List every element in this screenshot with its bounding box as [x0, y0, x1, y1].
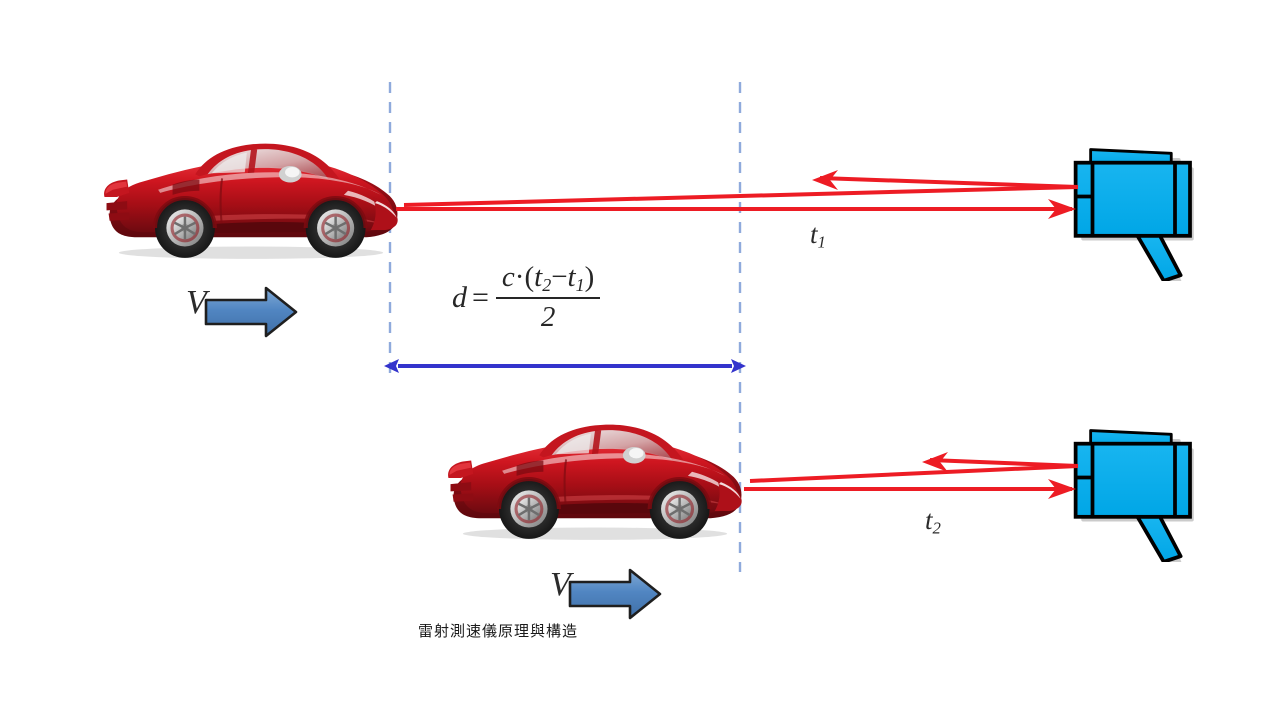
formula-t1-subscript: 1 — [575, 275, 585, 296]
diagram-caption: 雷射測速儀原理與構造 — [418, 622, 579, 640]
scene-first-measurement — [104, 144, 1196, 338]
formula-paren-open: ( — [524, 261, 535, 293]
red-sports-car-bottom — [448, 425, 742, 540]
formula-t2-subscript: 2 — [542, 275, 552, 296]
laser-speed-gun-top — [1073, 147, 1196, 281]
formula-paren-close: ) — [584, 261, 595, 293]
formula-lhs: d — [452, 280, 467, 314]
formula-t2: t — [534, 261, 543, 293]
velocity-arrow-bottom — [568, 568, 662, 620]
formula-equals: = — [472, 280, 489, 314]
laser-beam-top-outgoing — [396, 199, 1076, 219]
formula-dot: · — [514, 261, 525, 293]
beam-arrow-right-bottom — [1048, 479, 1076, 499]
formula-c: c — [501, 261, 515, 293]
laser-beam-bottom-outgoing — [744, 479, 1076, 499]
time-label-t2-subscript: 2 — [932, 518, 941, 538]
time-label-t1-subscript: 1 — [817, 232, 826, 252]
red-sports-car-top — [104, 144, 398, 259]
distance-formula: d = c·(t2−t1) 2 — [452, 261, 601, 334]
laser-beam-top-return — [403, 170, 1079, 207]
velocity-label-top: V — [186, 284, 208, 321]
time-label-t2-base: t — [925, 505, 933, 535]
formula-numerator: c·(t2−t1) — [496, 261, 600, 297]
formula-t1: t — [567, 261, 576, 293]
time-label-t2: t2 — [925, 505, 941, 539]
velocity-arrow-top — [204, 286, 298, 338]
time-label-t1-base: t — [810, 219, 818, 249]
beam-arrow-right-top — [1048, 199, 1076, 219]
formula-fraction: c·(t2−t1) 2 — [495, 261, 601, 334]
formula-minus: − — [551, 261, 568, 293]
laser-speed-gun-bottom — [1073, 428, 1196, 562]
velocity-label-bottom: V — [550, 566, 572, 603]
beam-arrow-left-top — [812, 170, 838, 190]
beam-arrow-left-bottom — [922, 452, 948, 472]
laser-beam-bottom-return — [749, 452, 1079, 483]
time-label-t1: t1 — [810, 219, 826, 253]
formula-denominator: 2 — [540, 301, 556, 334]
scene-second-measurement — [448, 425, 1196, 620]
formula-fraction-bar — [495, 297, 601, 300]
